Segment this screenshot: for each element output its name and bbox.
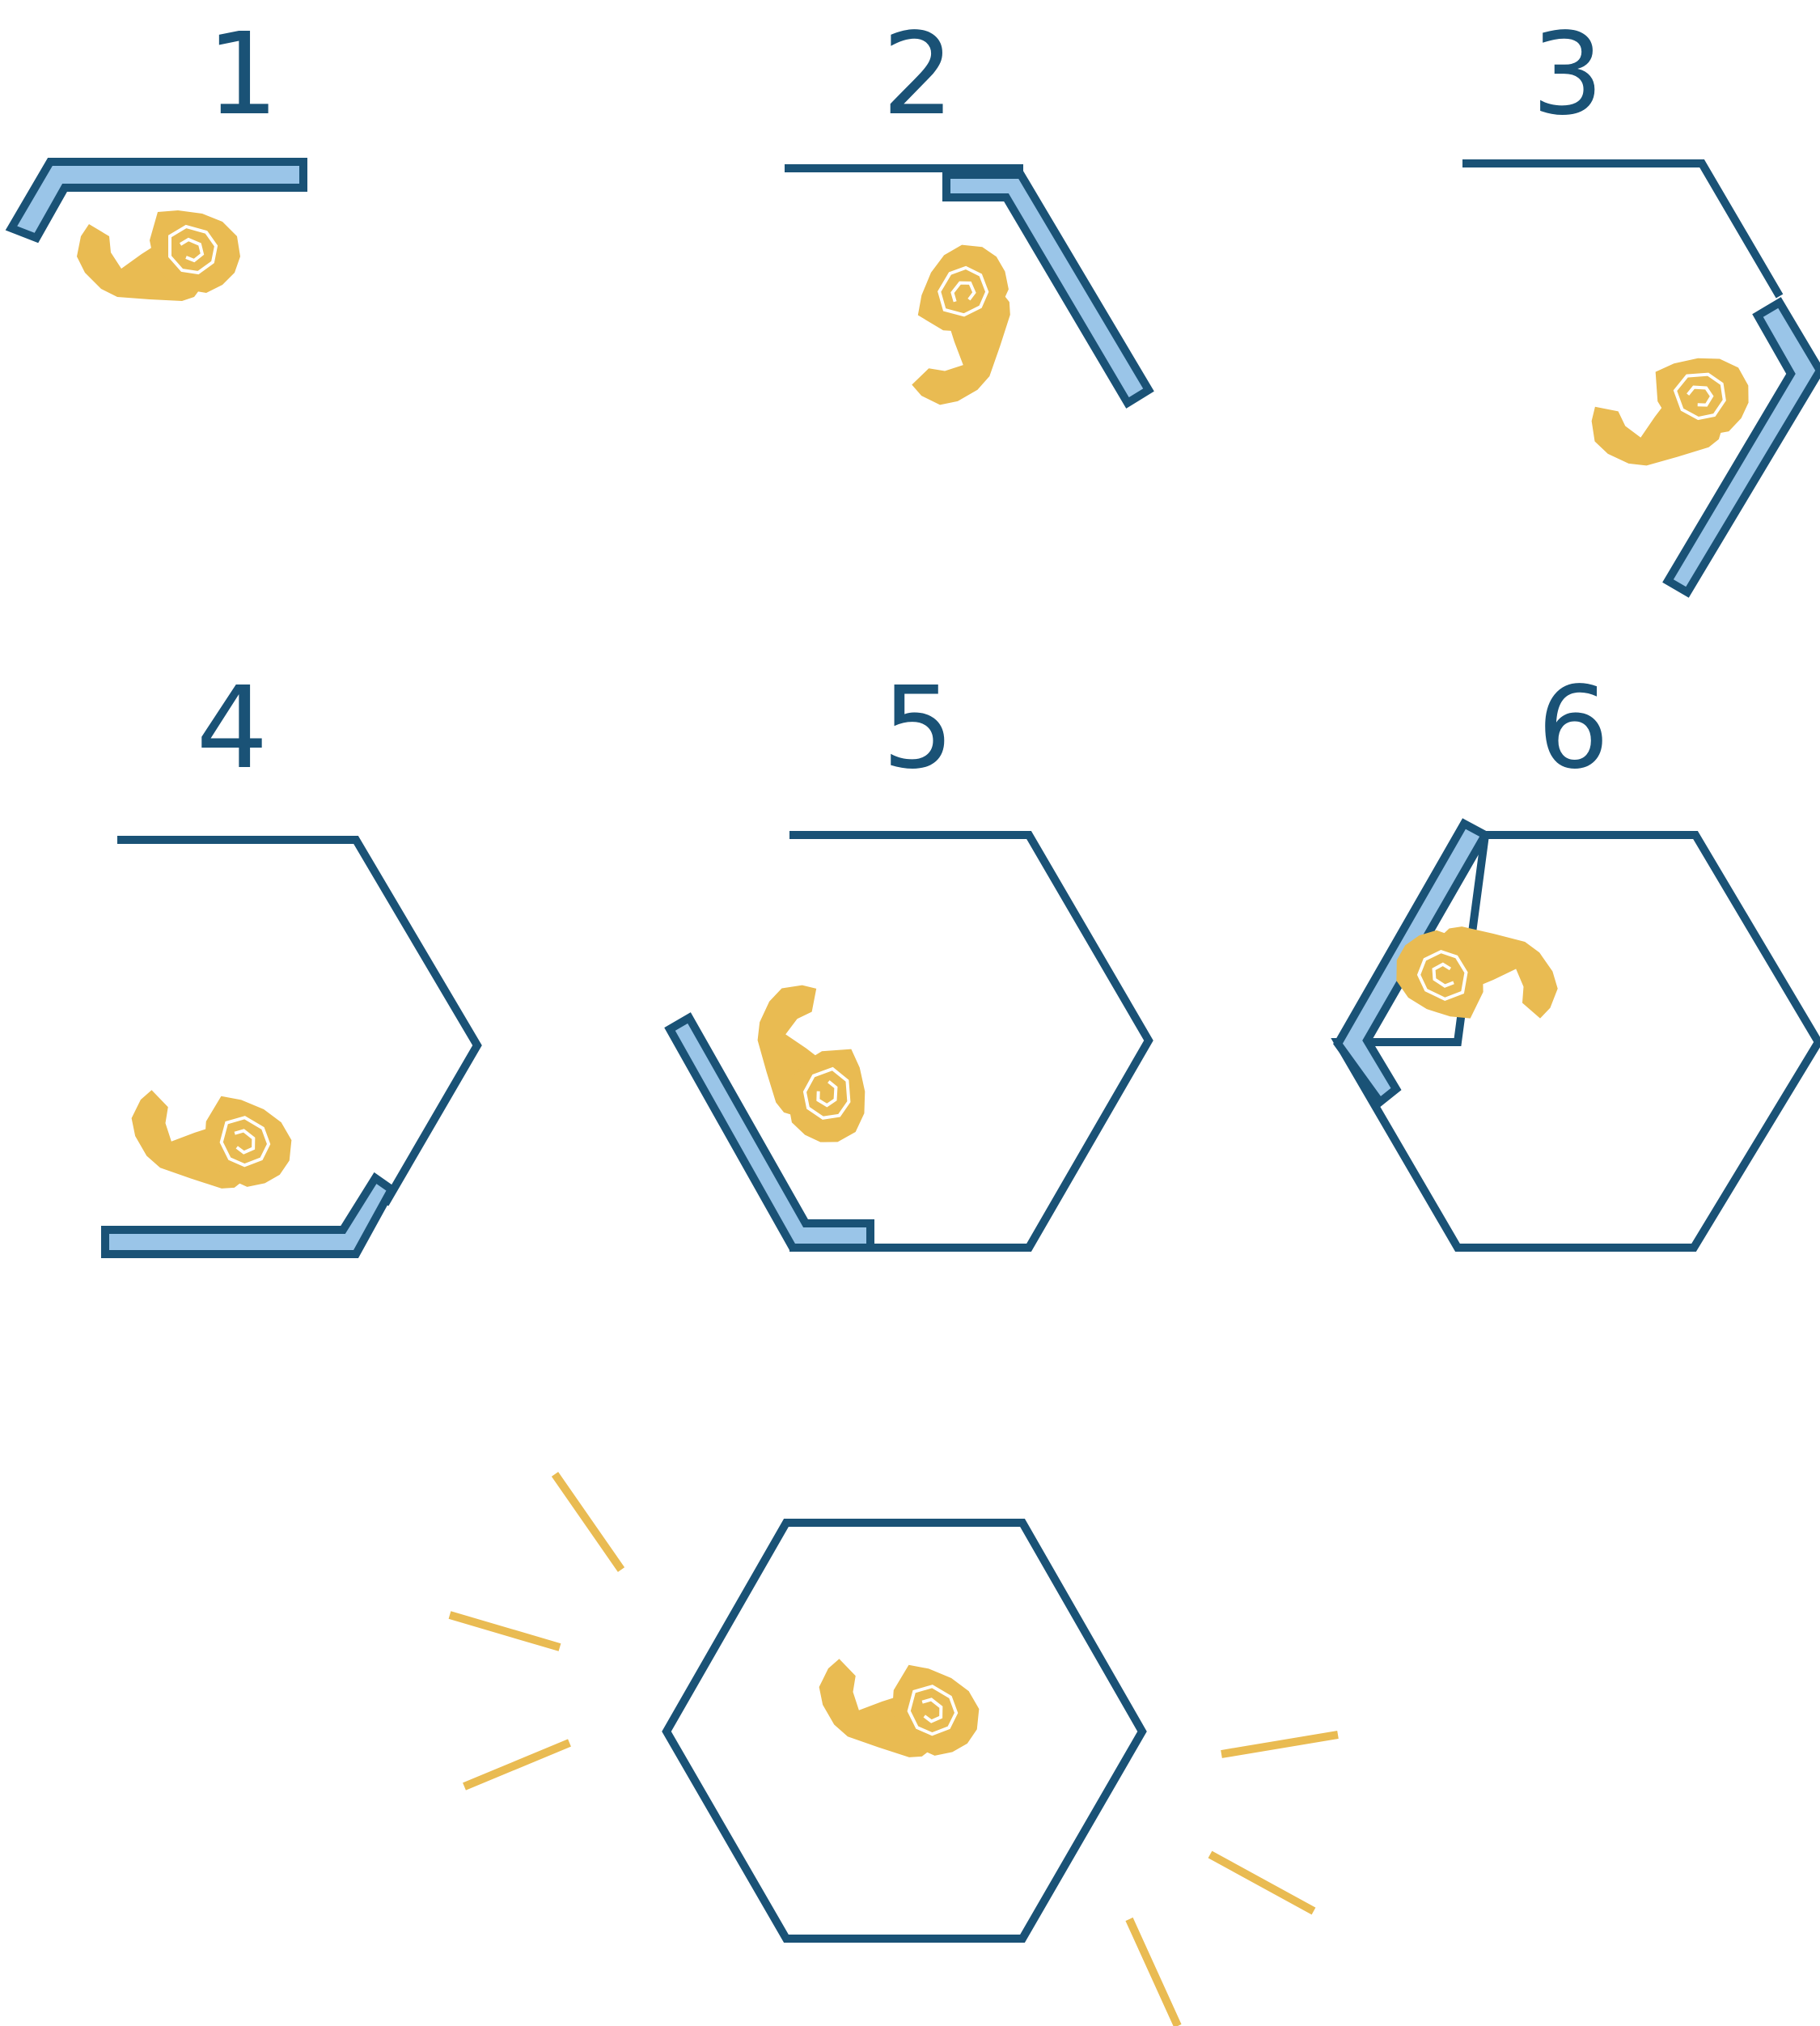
- step-1: 1: [11, 9, 303, 301]
- step-number-1: 1: [206, 9, 278, 141]
- step-number-3: 3: [1531, 9, 1603, 141]
- cell-edge: [1462, 163, 1780, 296]
- step-5: 5: [670, 663, 1149, 1248]
- larva-icon: [740, 973, 881, 1157]
- larva-icon: [807, 1642, 988, 1772]
- cell-edge: [789, 835, 1149, 1248]
- larva-icon: [120, 1074, 301, 1203]
- larva-icon: [895, 235, 1025, 416]
- step-number-2: 2: [882, 9, 954, 141]
- step-number-5: 5: [882, 663, 954, 795]
- step-number-6: 6: [1537, 663, 1609, 795]
- step-3: 3: [1462, 9, 1820, 592]
- step-4: 4: [105, 663, 477, 1254]
- larva-icon: [77, 210, 240, 301]
- step-number-4: 4: [196, 663, 268, 795]
- cell-edge: [1338, 835, 1818, 1248]
- step-6: 6: [1338, 663, 1818, 1248]
- step-2: 2: [785, 9, 1149, 417]
- completed-cell: [450, 1474, 1338, 2026]
- cell-wall-segment: [105, 1178, 392, 1254]
